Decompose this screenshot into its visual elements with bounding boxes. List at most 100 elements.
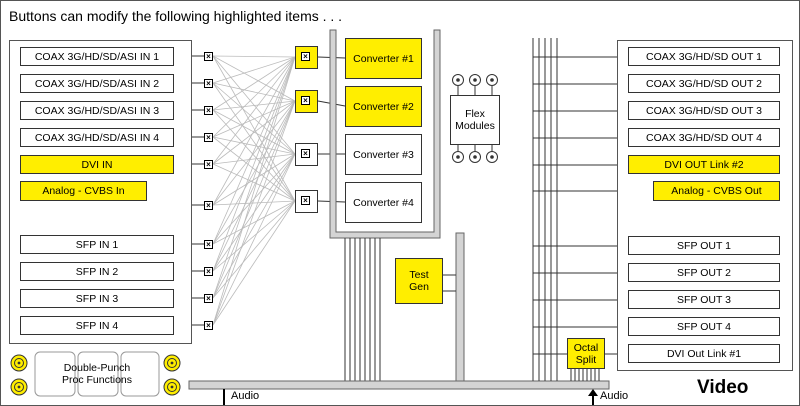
connector-icon (490, 155, 494, 159)
crosspoint-icon: × (204, 133, 213, 142)
bnc-connector-icon (17, 361, 21, 365)
input-sfp-1: SFP IN 1 (20, 235, 174, 254)
output-coax-4: COAX 3G/HD/SD OUT 4 (628, 128, 780, 147)
crosspoint-icon: × (204, 240, 213, 249)
converter-frame-fill (329, 29, 441, 239)
matrix-route-line (212, 100, 296, 206)
proc-slot (34, 351, 76, 397)
converter-4: Converter #4 (345, 182, 422, 223)
converter-2-input-selector: × (295, 90, 318, 113)
matrix-route-line (212, 136, 296, 202)
input-dvi: DVI IN (20, 155, 174, 174)
crosspoint-icon: × (204, 52, 213, 61)
connector-icon (473, 78, 477, 82)
output-panel (617, 40, 793, 371)
crosspoint-icon: × (301, 196, 310, 205)
matrix-route-line (212, 200, 296, 299)
matrix-route-line (212, 56, 296, 245)
matrix-route-line (212, 100, 296, 326)
crosspoint-icon: × (204, 294, 213, 303)
matrix-route-line (212, 136, 296, 155)
output-sfp-1: SFP OUT 1 (628, 236, 780, 255)
matrix-route-line (212, 55, 296, 202)
output-dvi-link-1: DVI Out Link #1 (628, 344, 780, 363)
connector-icon (473, 155, 477, 159)
crosspoint-icon: × (204, 201, 213, 210)
connector-icon (490, 78, 494, 82)
matrix-route-line (212, 100, 296, 245)
bnc-connector-icon (167, 358, 177, 368)
crosspoint-icon: × (204, 267, 213, 276)
bnc-connector-icon (167, 382, 177, 392)
connector-icon (456, 78, 460, 82)
output-sfp-3: SFP OUT 3 (628, 290, 780, 309)
converter-3-input-selector: × (295, 143, 318, 166)
matrix-route-line (212, 100, 296, 299)
output-dvi-link-2: DVI OUT Link #2 (628, 155, 780, 174)
input-coax-3: COAX 3G/HD/SD/ASI IN 3 (20, 101, 174, 120)
matrix-route-line (212, 100, 296, 272)
audio-out-label: Audio (600, 390, 629, 402)
output-sfp-2: SFP OUT 2 (628, 263, 780, 282)
matrix-route-line (212, 56, 296, 326)
crosspoint-icon: × (204, 106, 213, 115)
bnc-connector-icon (17, 385, 21, 389)
crosspoint-icon: × (204, 321, 213, 330)
converter-1: Converter #1 (345, 38, 422, 79)
matrix-route-line (212, 82, 296, 202)
output-analog-cvbs: Analog - CVBS Out (653, 181, 780, 201)
matrix-route-line (212, 55, 296, 58)
output-coax-3: COAX 3G/HD/SD OUT 3 (628, 101, 780, 120)
bnc-connector-icon (14, 358, 24, 368)
proc-slot (120, 351, 160, 397)
output-coax-2: COAX 3G/HD/SD OUT 2 (628, 74, 780, 93)
matrix-route-line (212, 56, 296, 165)
audio-out-arrow-icon (588, 389, 598, 396)
converter-2: Converter #2 (345, 86, 422, 127)
matrix-route-line (212, 153, 296, 165)
matrix-route-line (212, 56, 296, 206)
matrix-route-line (212, 56, 296, 299)
matrix-route-line (212, 200, 296, 272)
matrix-route-line (212, 100, 296, 165)
input-coax-1: COAX 3G/HD/SD/ASI IN 1 (20, 47, 174, 66)
input-sfp-4: SFP IN 4 (20, 316, 174, 335)
matrix-route-line (212, 153, 296, 206)
matrix-route-line (212, 200, 296, 245)
bnc-connector-icon (170, 361, 174, 365)
output-sfp-4: SFP OUT 4 (628, 317, 780, 336)
connector-icon (456, 155, 460, 159)
input-coax-2: COAX 3G/HD/SD/ASI IN 2 (20, 74, 174, 93)
proc-functions: Double-Punch Proc Functions (61, 362, 133, 386)
input-coax-4: COAX 3G/HD/SD/ASI IN 4 (20, 128, 174, 147)
bnc-connector-icon (14, 382, 24, 392)
crosspoint-icon: × (301, 149, 310, 158)
audio-in-label: Audio (231, 390, 260, 402)
converter-4-input-selector: × (295, 190, 318, 213)
input-sfp-3: SFP IN 3 (20, 289, 174, 308)
converter-1-input-selector: × (295, 46, 318, 69)
crosspoint-icon: × (301, 52, 310, 61)
header-text: Buttons can modify the following highlig… (9, 8, 343, 24)
matrix-route-line (212, 163, 296, 202)
crosspoint-icon: × (204, 79, 213, 88)
matrix-route-line (212, 200, 296, 206)
main-bus (188, 380, 610, 390)
proc-slot (77, 351, 119, 397)
matrix-route-line (212, 153, 296, 326)
matrix-route-line (212, 109, 296, 202)
flex-modules: Flex Modules (450, 95, 500, 145)
matrix-route-line (212, 82, 296, 155)
crosspoint-icon: × (204, 160, 213, 169)
test-gen: Test Gen (395, 258, 443, 304)
matrix-route-line (212, 200, 296, 326)
input-analog-cvbs: Analog - CVBS In (20, 181, 147, 201)
matrix-route-line (212, 100, 296, 138)
octal-split: Octal Split (567, 338, 605, 369)
matrix-route-line (212, 153, 296, 299)
output-coax-1: COAX 3G/HD/SD OUT 1 (628, 47, 780, 66)
video-label: Video (697, 377, 749, 398)
matrix-route-line (212, 56, 296, 138)
crosspoint-icon: × (301, 96, 310, 105)
matrix-route-line (212, 56, 296, 111)
